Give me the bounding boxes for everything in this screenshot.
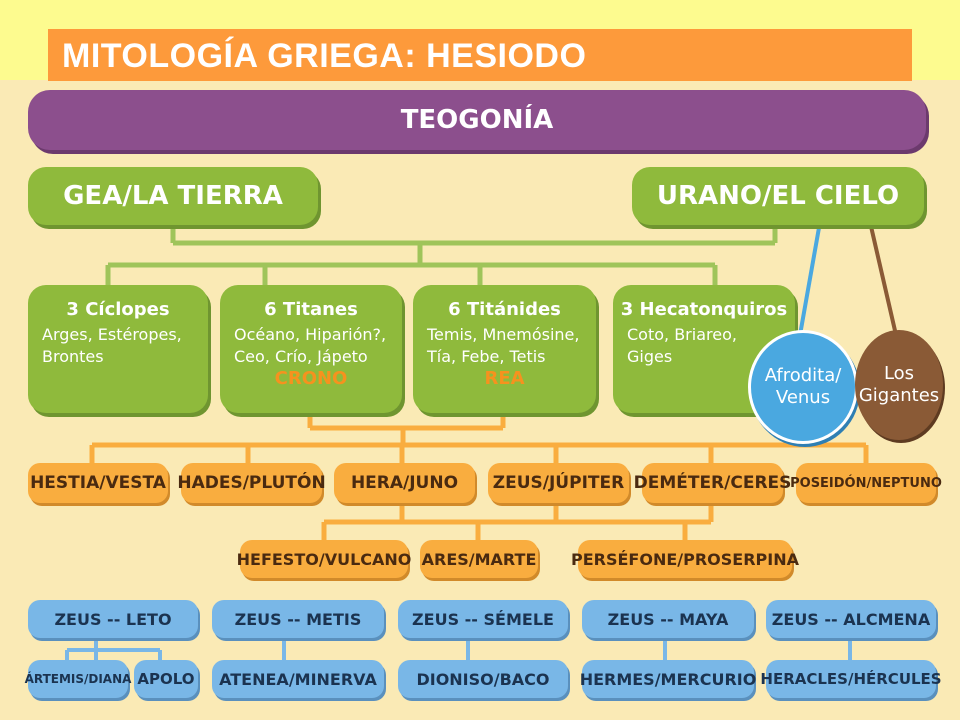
child-atenea: ATENEA/MINERVA (212, 660, 384, 698)
afrodita-link (798, 221, 822, 336)
union-label: ZEUS -- LETO (54, 609, 172, 629)
union-alcmena: ZEUS -- ALCMENA (766, 600, 936, 638)
offspring-ciclopes: 3 Cíclopes Arges, Estéropes, Brontes (28, 285, 208, 413)
offspring-line: Océano, Hiparión?, (234, 325, 387, 344)
offspring-line: Giges (627, 347, 673, 366)
union-label: ZEUS -- SÉMELE (412, 609, 554, 629)
circle-line: Afrodita/ (764, 365, 842, 386)
child-label: PERSÉFONE/PROSERPINA (571, 549, 799, 569)
child-label: HERACLES/HÉRCULES (760, 670, 942, 688)
offspring-line: Coto, Briareo, (627, 325, 737, 344)
child-label: APOLO (137, 670, 195, 688)
olympian-zeus: ZEUS/JÚPITER (488, 463, 629, 503)
child-artemis: ÁRTEMIS/DIANA (25, 660, 131, 698)
olympian-label: POSEIDÓN/NEPTUNO (790, 475, 942, 491)
child-label: ATENEA/MINERVA (219, 669, 377, 689)
union-metis: ZEUS -- METIS (212, 600, 384, 638)
offspring-title: 3 Hecatonquiros (620, 299, 788, 320)
circle-afrodita: Afrodita/ Venus (748, 330, 858, 444)
child-persefone: PERSÉFONE/PROSERPINA (571, 540, 799, 578)
page-title: MITOLOGÍA GRIEGA: HESIODO (62, 37, 587, 75)
crono-label: CRONO (274, 368, 348, 389)
offspring-title: 6 Titanes (264, 299, 358, 320)
circle-line: Gigantes (858, 385, 940, 406)
child-label: HEFESTO/VULCANO (236, 549, 412, 569)
union-label: ZEUS -- METIS (234, 609, 362, 629)
circle-gigantes: Los Gigantes (855, 330, 943, 440)
olympian-poseidon: POSEIDÓN/NEPTUNO (790, 463, 942, 503)
child-hermes: HERMES/MERCURIO (579, 660, 757, 698)
child-hefesto: HEFESTO/VULCANO (237, 540, 411, 578)
parent-gea-label: GEA/LA TIERRA (63, 181, 283, 211)
child-apolo: APOLO (134, 660, 198, 698)
union-maya: ZEUS -- MAYA (582, 600, 754, 638)
offspring-line: Arges, Estéropes, (42, 325, 182, 344)
child-label: DIONISO/BACO (416, 669, 550, 689)
offspring-line: Temis, Mnemósine, (427, 325, 580, 344)
offspring-line: Brontes (42, 347, 104, 366)
olympian-demeter: DEMÉTER/CERES (634, 463, 791, 503)
title-bar: MITOLOGÍA GRIEGA: HESIODO (48, 29, 912, 81)
parent-gea: GEA/LA TIERRA (28, 167, 318, 225)
child-label: ÁRTEMIS/DIANA (24, 672, 132, 686)
circle-line: Los (883, 363, 915, 384)
offspring-title: 6 Titánides (448, 299, 561, 320)
offspring-line: Ceo, Crío, Jápeto (234, 347, 368, 366)
union-semele: ZEUS -- SÉMELE (398, 600, 568, 638)
header-label: TEOGONÍA (400, 105, 554, 135)
child-label: ARES/MARTE (421, 549, 537, 569)
offspring-titanides: 6 Titánides Temis, Mnemósine, Tía, Febe,… (413, 285, 596, 413)
child-heracles: HERACLES/HÉRCULES (760, 660, 942, 698)
parent-urano-label: URANO/EL CIELO (656, 181, 900, 211)
child-label: HERMES/MERCURIO (579, 669, 757, 689)
olympian-hades: HADES/PLUTÓN (177, 463, 326, 503)
circle-line: Venus (775, 387, 831, 408)
offspring-line: Tía, Febe, Tetis (427, 347, 546, 366)
olympian-hestia: HESTIA/VESTA (28, 463, 168, 503)
olympian-label: HERA/JUNO (350, 473, 459, 493)
olympian-label: HADES/PLUTÓN (177, 473, 326, 493)
olympian-label: HESTIA/VESTA (30, 473, 166, 493)
union-label: ZEUS -- MAYA (607, 609, 729, 629)
offspring-titanes: 6 Titanes Océano, Hiparión?, Ceo, Crío, … (220, 285, 402, 413)
child-ares: ARES/MARTE (420, 540, 538, 578)
union-leto: ZEUS -- LETO (28, 600, 198, 638)
union-label: ZEUS -- ALCMENA (771, 609, 931, 629)
offspring-title: 3 Cíclopes (66, 299, 170, 320)
header-teogonia: TEOGONÍA (28, 90, 926, 150)
gigantes-link (868, 221, 898, 336)
olympian-label: ZEUS/JÚPITER (492, 473, 625, 493)
parent-urano: URANO/EL CIELO (632, 167, 924, 225)
rea-label: REA (484, 368, 525, 389)
olympian-hera: HERA/JUNO (334, 463, 475, 503)
child-dioniso: DIONISO/BACO (398, 660, 568, 698)
olympian-label: DEMÉTER/CERES (633, 473, 792, 493)
